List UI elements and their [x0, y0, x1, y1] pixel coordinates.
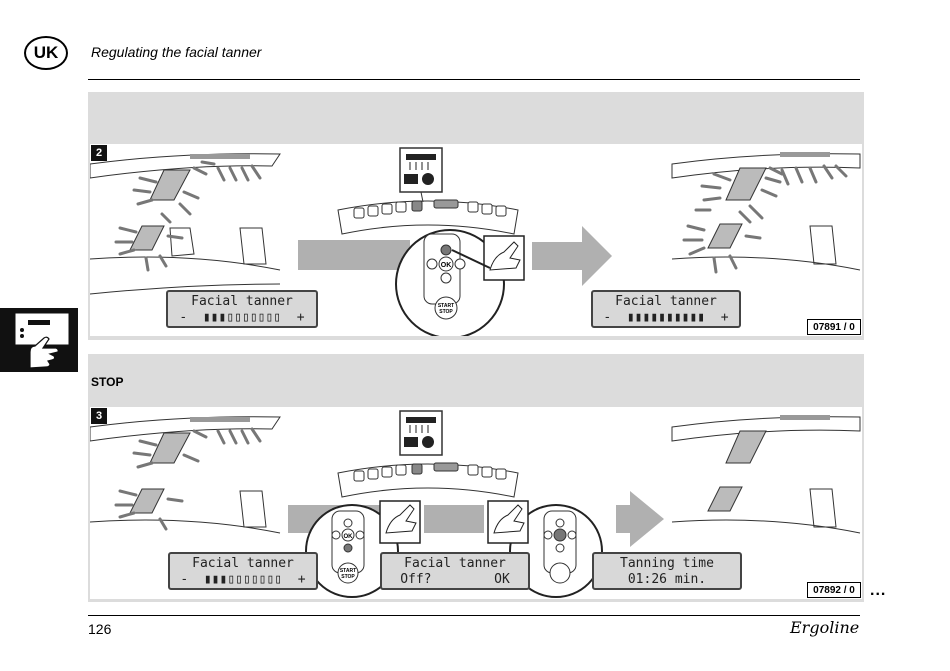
lcd-display: Facial tanner - ▮▮▮▮▮▮▮▮▮▮ +: [591, 290, 741, 328]
step-number: 2: [91, 145, 107, 161]
ok-key-label: OK: [344, 534, 354, 540]
lcd-display: Facial tanner - ▮▮▮▯▯▯▯▯▯▯ +: [168, 552, 318, 590]
lcd-line-1: Facial tanner: [191, 294, 293, 309]
facial-tanner-off-illustration: OK START STOP: [89, 410, 861, 598]
continued-marker: ...: [870, 582, 887, 599]
brand-logo: Ergoline: [790, 618, 860, 637]
figure-id: 07892 / 0: [807, 582, 861, 598]
lcd-line-2: - ▮▮▮▯▯▯▯▯▯▯ +: [179, 310, 305, 325]
lcd-display: Facial tanner - ▮▮▮▯▯▯▯▯▯▯ +: [166, 290, 318, 328]
page-title: Regulating the facial tanner: [91, 44, 262, 60]
stop-key-label: STOP: [341, 574, 355, 580]
lcd-line-1: Tanning time: [620, 556, 714, 571]
lcd-line-1: Facial tanner: [192, 556, 294, 571]
start-key-label: START: [438, 303, 454, 309]
lcd-line-2: Off? OK: [400, 572, 510, 587]
lcd-display: Tanning time 01:26 min.: [592, 552, 742, 590]
lcd-line-2: - ▮▮▮▮▮▮▮▮▮▮ +: [603, 310, 729, 325]
lcd-line-2: - ▮▮▮▯▯▯▯▯▯▯ +: [180, 572, 306, 587]
footer-rule: [88, 615, 860, 616]
lcd-line-1: Facial tanner: [615, 294, 717, 309]
lcd-line-2: 01:26 min.: [627, 572, 707, 587]
header-rule: [88, 79, 860, 80]
facial-tanner-illustration: OK START STOP: [89, 147, 861, 339]
lcd-display: Facial tanner Off? OK: [380, 552, 530, 590]
section-heading: STOP: [91, 375, 124, 389]
ok-key-label: OK: [441, 262, 452, 269]
uk-language-badge: UK: [24, 36, 68, 70]
hand-pressing-panel-icon: [15, 313, 69, 369]
page-number: 126: [88, 621, 112, 637]
start-key-label: START: [340, 568, 356, 574]
step-number: 3: [91, 408, 107, 424]
stop-key-label: STOP: [439, 309, 453, 315]
side-tab: [0, 308, 78, 372]
lcd-line-1: Facial tanner: [404, 556, 506, 571]
step-3-illustration: OK START STOP: [89, 407, 862, 599]
figure-id: 07891 / 0: [807, 319, 861, 335]
